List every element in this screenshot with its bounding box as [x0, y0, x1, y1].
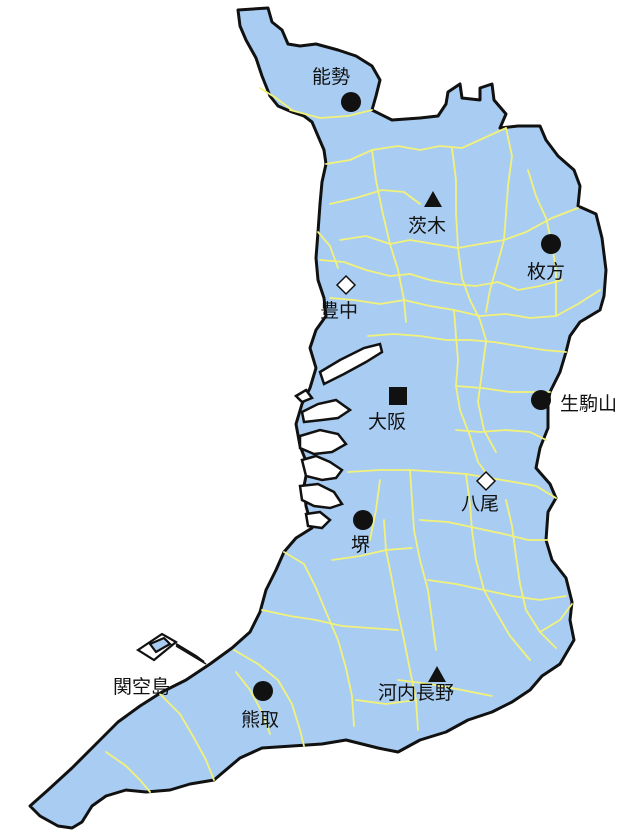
label-kumatori: 熊取 — [241, 709, 279, 731]
label-nose: 能勢 — [312, 66, 350, 88]
label-toyonaka: 豊中 — [320, 300, 358, 322]
osaka-bay-inlets — [293, 342, 384, 530]
label-ibaraki: 茨木 — [408, 215, 446, 237]
marker-hirakata-circle — [541, 234, 561, 254]
municipal-boundaries — [105, 87, 601, 793]
marker-layer — [253, 92, 561, 701]
label-ikomayama: 生駒山 — [560, 393, 617, 415]
label-kanku: 関空島 — [113, 676, 170, 698]
marker-toyonaka-diamond — [335, 274, 357, 296]
label-sakai: 堺 — [351, 534, 370, 556]
marker-ikomayama-circle — [531, 390, 551, 410]
marker-kumatori-circle — [253, 681, 273, 701]
marker-ibaraki-triangle — [424, 191, 442, 207]
marker-sakai-circle — [353, 510, 373, 530]
marker-nose-circle — [341, 92, 361, 112]
place-labels: 能勢 茨木 枚方 豊中 大阪 生駒山 八尾 堺 関空島 熊取 河内長野 — [113, 66, 617, 731]
marker-kawachinagano-triangle — [428, 666, 446, 682]
label-osaka: 大阪 — [368, 411, 406, 433]
kansai-airport-island — [135, 632, 207, 665]
label-hirakata: 枚方 — [527, 261, 565, 283]
label-kawachinagano: 河内長野 — [378, 682, 454, 704]
label-yao: 八尾 — [461, 493, 499, 515]
marker-yao-diamond — [475, 470, 497, 492]
marker-osaka-square — [389, 387, 407, 405]
